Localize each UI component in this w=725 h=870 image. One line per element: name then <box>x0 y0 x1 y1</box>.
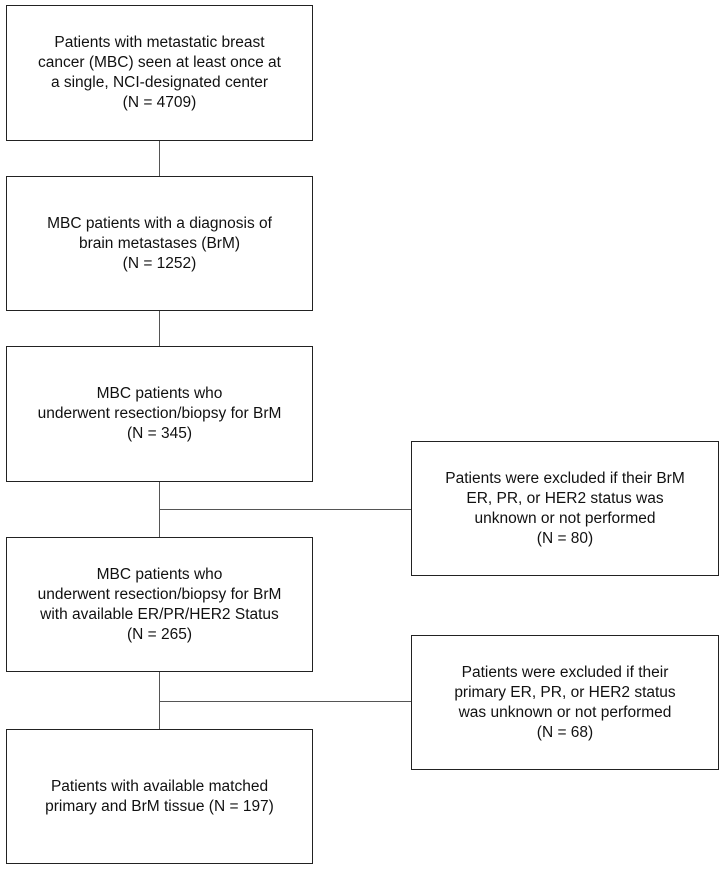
box-count: (N = 1252) <box>122 254 197 272</box>
box-text-line: primary and BrM tissue (N = 197) <box>45 797 274 815</box>
box-count: (N = 345) <box>126 425 193 442</box>
box-text-line: underwent resection/biopsy for BrM <box>37 585 282 603</box>
box-text-line: Patients were excluded if their <box>461 663 669 681</box>
box-count: (N = 80) <box>536 529 594 547</box>
box-text-line: cancer (MBC) seen at least once at <box>38 54 281 71</box>
box-text-line: MBC patients who <box>96 385 223 402</box>
box-text-line: Patients were excluded if their BrM <box>445 469 685 487</box>
box-text-line: primary ER, PR, or HER2 status <box>454 683 676 701</box>
box-exclusion-primary-status: Patients were excluded if their primary … <box>411 635 719 770</box>
box-text-line: Patients with available matched <box>50 777 269 795</box>
box-text-line: was unknown or not performed <box>458 703 672 721</box>
connector-4-5 <box>159 672 160 729</box>
box-matched-tissue: Patients with available matched primary … <box>6 729 313 864</box>
box-count: (N = 265) <box>126 625 193 643</box>
connector-1-2 <box>159 141 160 176</box>
connector-branch-excl-2 <box>159 701 411 702</box>
box-mbc-resection-biopsy: MBC patients who underwent resection/bio… <box>6 346 313 482</box>
box-mbc-all-patients: Patients with metastatic breast cancer (… <box>6 5 313 141</box>
box-text-line: unknown or not performed <box>474 509 656 527</box>
box-count: (N = 68) <box>536 723 594 741</box>
box-text-line: a single, NCI-designated center <box>50 74 269 91</box>
box-text-line: underwent resection/biopsy for BrM <box>37 405 282 422</box>
box-mbc-brain-metastases: MBC patients with a diagnosis of brain m… <box>6 176 313 311</box>
box-text-line: ER, PR, or HER2 status was <box>466 489 664 507</box>
box-count: (N = 4709) <box>122 94 197 111</box>
connector-2-3 <box>159 311 160 346</box>
box-mbc-available-status: MBC patients who underwent resection/bio… <box>6 537 313 672</box>
box-text-line: brain metastases (BrM) <box>78 234 241 252</box>
box-text-line: MBC patients with a diagnosis of <box>47 214 272 232</box>
box-exclusion-brm-status: Patients were excluded if their BrM ER, … <box>411 441 719 576</box>
box-text-line: with available ER/PR/HER2 Status <box>40 605 279 623</box>
box-text-line: Patients with metastatic breast <box>54 34 265 51</box>
connector-branch-excl-1 <box>159 509 411 510</box>
box-text-line: MBC patients who <box>96 565 223 583</box>
